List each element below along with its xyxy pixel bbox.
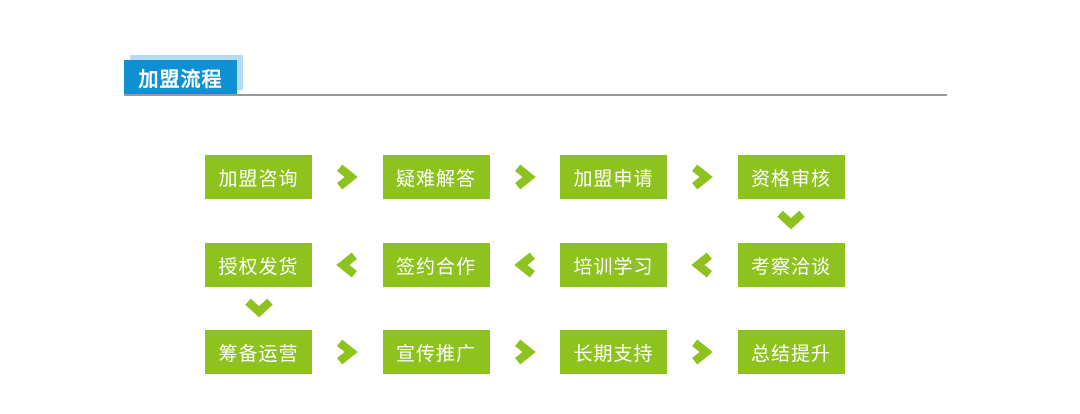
chevron-left-icon — [667, 243, 738, 287]
flow-row-1: 加盟咨询 疑难解答 加盟申请 资格审核 — [205, 155, 845, 199]
chevron-left-icon — [490, 243, 561, 287]
flow-row-3: 筹备运营 宣传推广 长期支持 总结提升 — [205, 330, 845, 374]
flow-step-r3-c1: 筹备运营 — [205, 330, 312, 374]
flow-step-r1-c2: 疑难解答 — [382, 155, 490, 199]
divider-line — [124, 94, 947, 96]
chevron-down-icon — [205, 287, 312, 330]
chevron-down-icon — [737, 199, 844, 243]
flow-step-r2-c1: 授权发货 — [205, 243, 312, 287]
flow-step-r1-c3: 加盟申请 — [560, 155, 667, 199]
flow-step-r3-c4: 总结提升 — [737, 330, 845, 374]
flow-step-r2-c3: 培训学习 — [560, 243, 667, 287]
flow-step-r1-c4: 资格审核 — [737, 155, 845, 199]
chevron-right-icon — [667, 330, 738, 374]
section-title-badge: 加盟流程 — [124, 60, 237, 95]
flow-step-r2-c2: 签约合作 — [382, 243, 490, 287]
chevron-right-icon — [312, 330, 383, 374]
flow-step-r1-c1: 加盟咨询 — [205, 155, 312, 199]
flow-row-2: 授权发货 签约合作 培训学习 考察洽谈 — [205, 243, 845, 287]
chevron-right-icon — [312, 155, 383, 199]
chevron-left-icon — [312, 243, 383, 287]
chevron-right-icon — [667, 155, 738, 199]
flow-step-r2-c4: 考察洽谈 — [737, 243, 845, 287]
flow-step-r3-c3: 长期支持 — [560, 330, 667, 374]
chevron-right-icon — [490, 155, 561, 199]
chevron-right-icon — [490, 330, 561, 374]
flow-step-r3-c2: 宣传推广 — [382, 330, 490, 374]
